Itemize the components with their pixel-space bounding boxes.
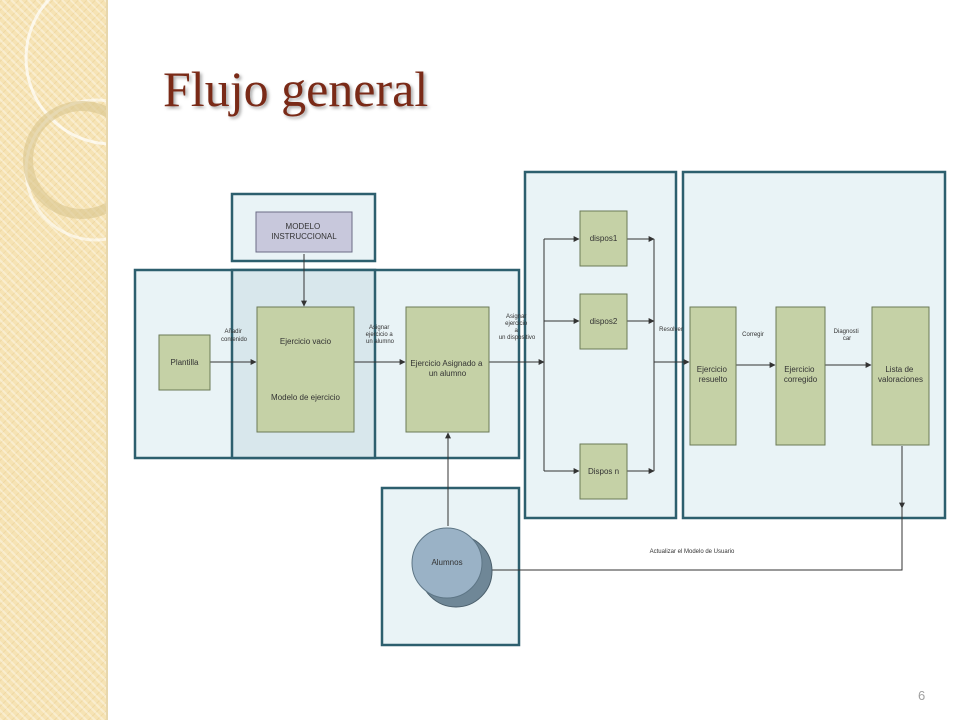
node-asignado-label-2: un alumno bbox=[429, 369, 467, 378]
node-ejercicio-vacio bbox=[256, 306, 355, 433]
node-asignado-label-1: Ejercicio Asignado a bbox=[410, 359, 483, 368]
edge-label-asignar-disp: Asignar ejercicio a un dispositivo bbox=[499, 314, 536, 341]
edge-label-asignar-disp-2: ejercicio bbox=[505, 321, 528, 327]
page-number: 6 bbox=[918, 688, 926, 703]
node-lista-label: Lista de valoraciones bbox=[878, 365, 923, 384]
node-modelo-label-1: MODELO bbox=[286, 222, 321, 231]
edge-label-asignar-disp-3: a bbox=[514, 328, 518, 334]
edge-label-resolver: Resolver bbox=[659, 327, 683, 333]
node-modelo-label-2: INSTRUCCIONAL bbox=[271, 232, 337, 241]
node-modelo-label: MODELO INSTRUCCIONAL bbox=[271, 222, 337, 241]
node-dispos1 bbox=[579, 210, 628, 267]
node-dispos1-label: dispos1 bbox=[590, 234, 618, 243]
node-asignado-label: Ejercicio Asignado a un alumno bbox=[410, 359, 484, 378]
band-divider bbox=[106, 0, 108, 720]
edge-actualizar bbox=[490, 508, 903, 571]
edge-label-anadir-1: Añadir bbox=[224, 329, 241, 335]
node-plantilla-label: Plantilla bbox=[170, 358, 199, 367]
node-ejercicio-resuelto bbox=[689, 306, 737, 446]
edge-labels: Añadir contenido Asignar ejercicio a un … bbox=[221, 314, 861, 555]
diagram-connectors bbox=[210, 236, 905, 571]
edge-label-asignar-3: un alumno bbox=[366, 339, 395, 345]
node-disposn-label: Dispos n bbox=[588, 467, 619, 476]
node-ejercicio-asignado bbox=[405, 306, 490, 433]
node-resuelto-label-2: resuelto bbox=[699, 375, 728, 384]
edge-label-asignar-2: ejercicio a bbox=[366, 332, 394, 338]
node-alumnos-label: Alumnos bbox=[431, 558, 462, 567]
node-disposn bbox=[579, 443, 628, 500]
edge-label-asignar-disp-4: un dispositivo bbox=[499, 335, 536, 341]
node-resuelto-label-1: Ejercicio bbox=[697, 365, 728, 374]
node-corregido-label: Ejercicio corregido bbox=[784, 365, 818, 384]
decorative-rings bbox=[23, 0, 106, 242]
node-alumnos bbox=[411, 527, 483, 599]
edge-label-diagnosticar-1: Diagnosti bbox=[834, 329, 859, 335]
edge-label-asignar-1: Asignar bbox=[369, 325, 389, 331]
edge-label-asignar: Asignar ejercicio a un alumno bbox=[366, 325, 395, 345]
edge-label-anadir-2: contenido bbox=[221, 337, 248, 343]
node-resuelto-label: Ejercicio resuelto bbox=[697, 365, 729, 384]
node-modelo-instruccional bbox=[255, 211, 353, 253]
edge-label-actualizar: Actualizar el Modelo de Usuario bbox=[650, 549, 735, 555]
edge-label-diagnosticar-2: car bbox=[843, 336, 851, 342]
node-lista-valoraciones bbox=[871, 306, 930, 446]
node-lista-label-2: valoraciones bbox=[878, 375, 923, 384]
node-modelo-ejercicio-label: Modelo de ejercicio bbox=[271, 393, 340, 402]
node-corregido-label-2: corregido bbox=[784, 375, 818, 384]
decorative-side-band bbox=[0, 0, 106, 720]
edge-label-asignar-disp-1: Asignar bbox=[506, 314, 526, 320]
node-dispos2 bbox=[579, 293, 628, 350]
node-corregido-label-1: Ejercicio bbox=[784, 365, 815, 374]
edge-label-anadir: Añadir contenido bbox=[221, 329, 248, 343]
node-dispos2-label: dispos2 bbox=[590, 317, 618, 326]
node-ejercicio-vacio-label: Ejercicio vacio bbox=[280, 337, 332, 346]
edge-label-diagnosticar: Diagnosti car bbox=[834, 329, 861, 342]
diagram-nodes: MODELO INSTRUCCIONAL Plantilla Ejercicio… bbox=[158, 210, 930, 608]
node-lista-label-1: Lista de bbox=[885, 365, 914, 374]
slide-title: Flujo general bbox=[163, 61, 429, 117]
node-plantilla bbox=[158, 334, 211, 391]
node-ejercicio-corregido bbox=[775, 306, 826, 446]
edge-label-corregir: Corregir bbox=[742, 332, 764, 338]
